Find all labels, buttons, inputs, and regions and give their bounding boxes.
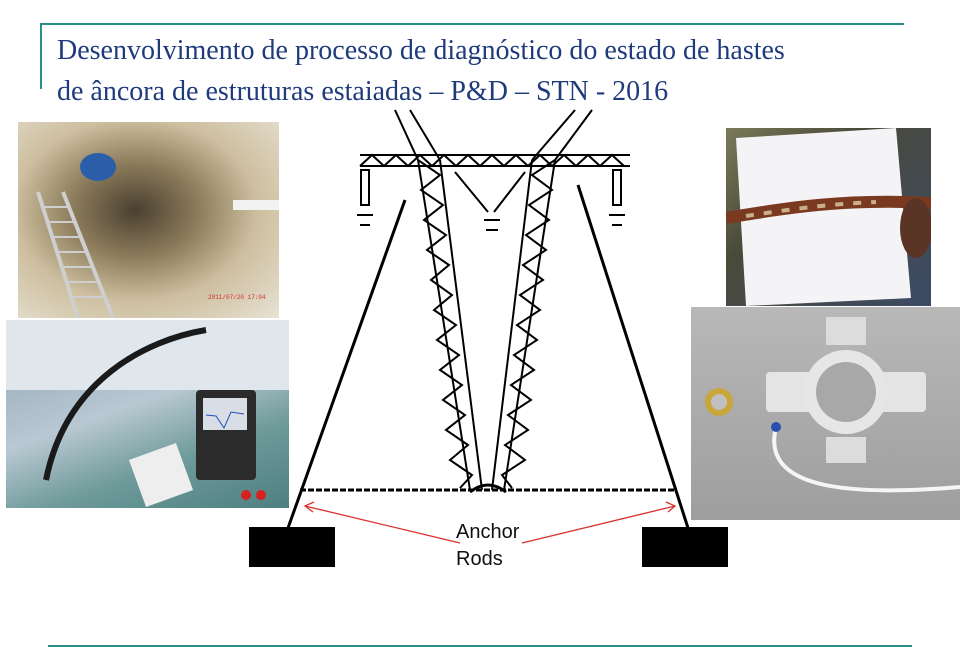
footer-rule: [48, 645, 912, 647]
label-line-1: Anchor: [456, 521, 520, 543]
tower-legs: [359, 109, 630, 491]
sensor-graphic: [705, 317, 960, 493]
slide-title: Desenvolvimento de processo de diagnósti…: [57, 30, 785, 112]
rod-graphic: [726, 128, 931, 306]
photo-corroded-rod: [726, 128, 931, 306]
anchor-block-left: [249, 527, 335, 567]
title-rule-top: [40, 23, 904, 25]
anchor-arrows: [303, 501, 677, 544]
photo-test-equipment: [6, 320, 289, 508]
tunnel-ladder-graphic: [36, 153, 279, 318]
guy-wires: [286, 184, 690, 529]
insulators: [357, 169, 625, 231]
photo-sensor-ring: [691, 307, 960, 520]
photo-timestamp: 2011/07/20 17:04: [208, 294, 266, 301]
photo-tunnel-excavation: 2011/07/20 17:04: [18, 122, 279, 318]
anchor-rods-label: Anchor Rods: [456, 519, 519, 573]
ground-line: [300, 483, 676, 494]
anchor-block-right: [642, 527, 728, 567]
title-line-1: Desenvolvimento de processo de diagnósti…: [57, 35, 785, 66]
title-rule-left: [40, 23, 42, 89]
equipment-graphic: [6, 320, 289, 508]
label-line-2: Rods: [456, 548, 503, 570]
title-line-2: de âncora de estruturas estaiadas – P&D …: [57, 76, 669, 107]
